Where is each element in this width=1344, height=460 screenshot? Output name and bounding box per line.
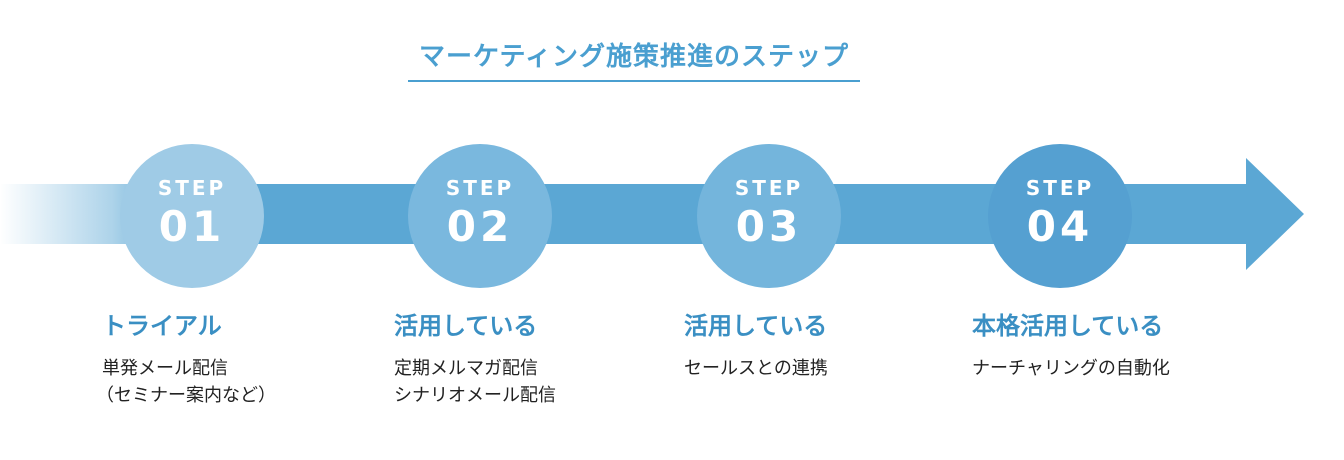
step-2-label: STEP xyxy=(445,176,515,200)
step-2-circle: STEP 02 xyxy=(408,144,552,288)
page-title: マーケティング施策推進のステップ xyxy=(419,42,849,72)
step-1-label: STEP xyxy=(157,176,227,200)
step-1-circle: STEP 01 xyxy=(120,144,264,288)
step-1-number: 01 xyxy=(158,202,226,251)
step-4-desc-line-1: ナーチャリングの自動化 xyxy=(972,358,1170,379)
step-1-text: トライアル 単発メール配信 （セミナー案内など） xyxy=(96,306,276,409)
step-3-desc-line-1: セールスとの連携 xyxy=(684,358,828,379)
step-2-heading: 活用している xyxy=(394,312,538,340)
step-4-circle: STEP 04 xyxy=(988,144,1132,288)
step-2-desc-line-2: シナリオメール配信 xyxy=(394,385,556,406)
title-underline xyxy=(408,80,860,82)
step-4-text: 本格活用している ナーチャリングの自動化 xyxy=(972,306,1170,382)
arrow-head xyxy=(1246,158,1304,270)
step-3-label: STEP xyxy=(734,176,804,200)
step-2-desc-line-1: 定期メルマガ配信 xyxy=(394,358,538,379)
step-1-desc-line-2: （セミナー案内など） xyxy=(96,385,276,406)
step-1-desc-line-1: 単発メール配信 xyxy=(102,358,228,379)
step-4-heading: 本格活用している xyxy=(972,312,1164,340)
step-1-heading: トライアル xyxy=(102,312,222,340)
step-4-label: STEP xyxy=(1025,176,1095,200)
step-3-heading: 活用している xyxy=(684,312,828,340)
step-3-number: 03 xyxy=(735,202,803,251)
step-2-text: 活用している 定期メルマガ配信 シナリオメール配信 xyxy=(394,306,556,409)
step-4-number: 04 xyxy=(1026,202,1094,251)
step-3-text: 活用している セールスとの連携 xyxy=(684,306,828,382)
step-2-number: 02 xyxy=(446,202,514,251)
step-3-circle: STEP 03 xyxy=(697,144,841,288)
